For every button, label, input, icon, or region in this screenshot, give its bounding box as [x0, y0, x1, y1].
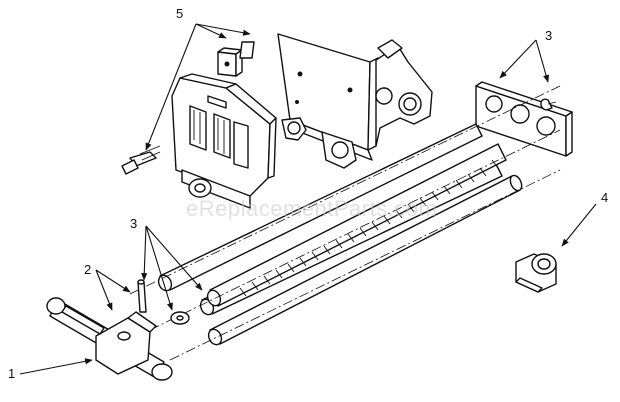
watermark-text: eReplacementParts.com: [186, 196, 437, 221]
callout-3-top: 3: [545, 28, 552, 43]
front-jaw: [171, 73, 277, 209]
callout-2: 2: [84, 262, 91, 277]
leader-lines: [19, 23, 597, 375]
callout-4: 4: [601, 190, 608, 205]
pin-and-washer: [137, 279, 190, 325]
part5-pads: [121, 41, 255, 175]
center-lines: [129, 85, 561, 361]
handle-assembly: [46, 297, 173, 381]
callout-3-left: 3: [130, 216, 137, 231]
callout-5: 5: [176, 6, 183, 21]
threaded-screw: [206, 143, 507, 307]
nut-part4: [515, 253, 557, 293]
end-plate-and-clip: [475, 81, 573, 157]
callout-1: 1: [8, 366, 15, 381]
rear-jaw-bracket: [277, 33, 433, 169]
